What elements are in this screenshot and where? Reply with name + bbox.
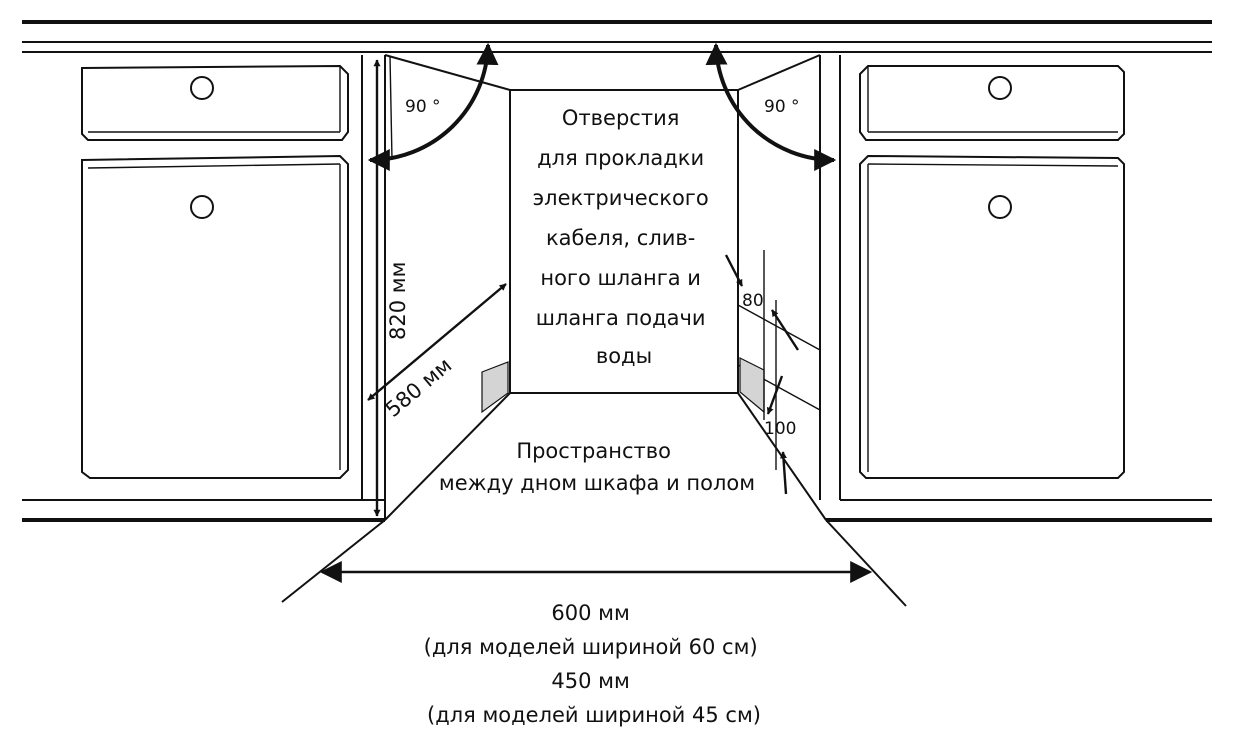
right-door-knob	[988, 195, 1012, 219]
left-drawer-knob	[190, 76, 214, 100]
space-line: между дном шкафа и полом	[439, 471, 755, 495]
openings-line: для прокладки	[537, 146, 704, 170]
width-dimension	[281, 519, 907, 607]
right-cabinet	[819, 55, 1125, 500]
openings-line: Отверстия	[562, 106, 679, 130]
openings-line: ного шланга и	[540, 266, 701, 290]
openings-line: электрического	[533, 186, 709, 210]
right-door	[859, 154, 1125, 479]
left-opening	[481, 361, 509, 414]
left-drawer	[81, 64, 349, 141]
space-line: Пространство	[516, 439, 671, 463]
width-line: (для моделей шириной 45 см)	[427, 703, 761, 727]
space-caption: Пространство между дном шкафа и полом	[439, 439, 755, 495]
width-line: 450 мм	[551, 669, 629, 693]
width-line: (для моделей шириной 60 см)	[424, 635, 758, 659]
countertop	[22, 20, 1212, 53]
height-label: 820 мм	[386, 262, 410, 340]
right-drawer	[859, 65, 1125, 141]
depth-label: 580 мм	[381, 353, 457, 422]
angle-left: 90 °	[367, 42, 499, 171]
openings-caption: Отверстия для прокладки электрического к…	[533, 106, 716, 368]
dim-100: 100	[764, 375, 796, 495]
height-dimension: 820 мм	[373, 59, 410, 517]
angle-right: 90 °	[705, 42, 837, 171]
angle-left-label: 90 °	[405, 97, 441, 117]
right-drawer-knob	[988, 76, 1012, 100]
width-caption: 600 мм (для моделей шириной 60 см) 450 м…	[424, 601, 765, 727]
left-door-knob	[190, 195, 214, 219]
left-cabinet	[81, 55, 386, 520]
dim-100-label: 100	[764, 419, 796, 439]
angle-right-label: 90 °	[764, 97, 800, 117]
right-opening	[739, 357, 765, 414]
plinth	[22, 499, 1212, 522]
openings-line: шланга подачи	[536, 306, 706, 330]
dim-80: 80	[724, 254, 800, 351]
left-door	[81, 154, 349, 479]
width-line: 600 мм	[551, 601, 629, 625]
openings-line: кабеля, слив-	[546, 226, 695, 250]
openings-line: воды	[596, 344, 652, 368]
dim-80-label: 80	[742, 291, 764, 311]
